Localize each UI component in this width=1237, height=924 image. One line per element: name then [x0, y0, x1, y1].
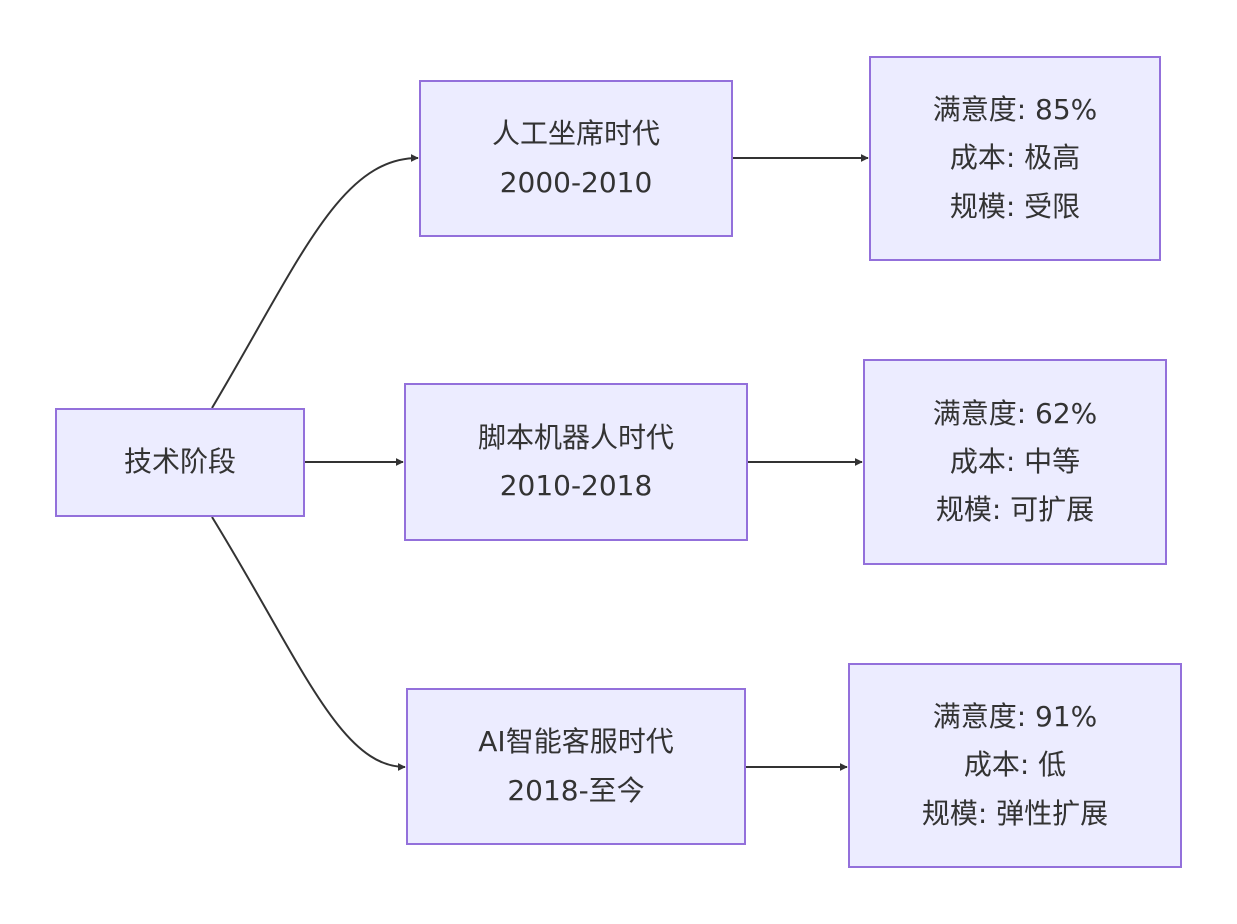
node-metrics-ai-satisfaction: 满意度: 91% [932, 700, 1098, 734]
node-era-script: 脚本机器人时代 2010-2018 [404, 383, 748, 541]
node-era-ai: AI智能客服时代 2018-至今 [406, 688, 746, 845]
node-metrics-human-scale: 规模: 受限 [949, 189, 1081, 223]
node-metrics-human: 满意度: 85% 成本: 极高 规模: 受限 [869, 56, 1161, 261]
node-era-human-title: 人工坐席时代 [491, 117, 660, 151]
node-metrics-ai-scale: 规模: 弹性扩展 [921, 796, 1109, 830]
node-metrics-ai: 满意度: 91% 成本: 低 规模: 弹性扩展 [848, 663, 1182, 868]
node-root-line-1: 技术阶段 [123, 445, 236, 479]
node-metrics-ai-cost: 成本: 低 [963, 748, 1067, 782]
node-metrics-human-cost: 成本: 极高 [949, 141, 1081, 175]
node-era-script-years: 2010-2018 [499, 469, 653, 502]
node-era-ai-years: 2018-至今 [507, 773, 645, 807]
node-era-human-years: 2000-2010 [499, 165, 653, 199]
edge-root-to-era-human [211, 154, 419, 409]
node-metrics-human-satisfaction: 满意度: 85% [932, 93, 1098, 127]
node-metrics-script-satisfaction: 满意度: 62% [932, 396, 1098, 430]
node-metrics-script: 满意度: 62% 成本: 中等 规模: 可扩展 [863, 359, 1167, 565]
node-metrics-script-scale: 规模: 可扩展 [935, 493, 1095, 527]
node-era-human: 人工坐席时代 2000-2010 [419, 80, 733, 237]
node-metrics-script-cost: 成本: 中等 [949, 444, 1081, 478]
node-root: 技术阶段 [55, 408, 305, 517]
edge-root-to-era-ai [211, 516, 406, 771]
node-era-script-title: 脚本机器人时代 [477, 420, 674, 454]
node-era-ai-title: AI智能客服时代 [478, 725, 674, 759]
